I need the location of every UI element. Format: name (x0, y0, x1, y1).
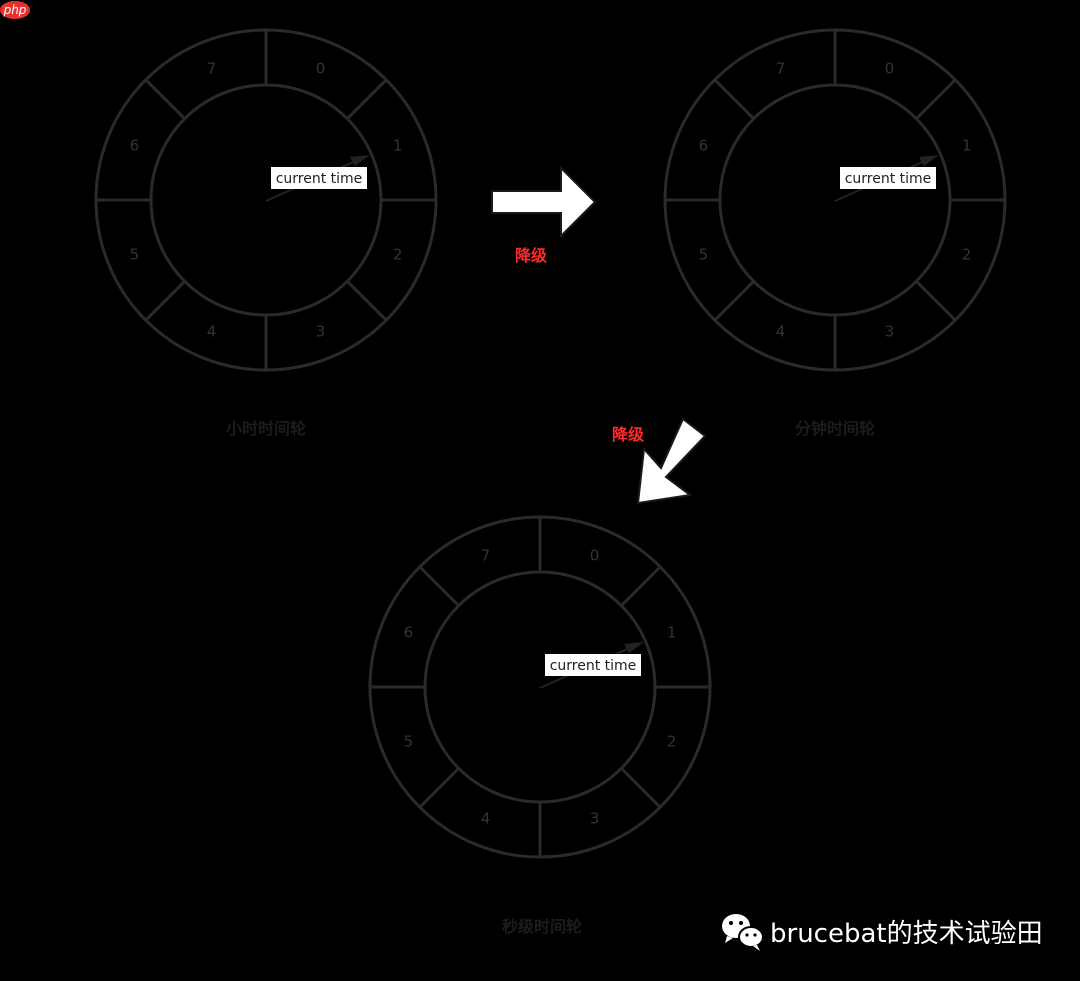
down-left-arrow-icon (636, 417, 707, 505)
slot-number: 5 (699, 246, 709, 264)
wechat-watermark: brucebat的技术试验田 (722, 914, 1043, 951)
current-time-label-bg (545, 654, 641, 676)
slot-number: 5 (404, 733, 414, 751)
slot-number: 4 (207, 323, 217, 341)
slot-number: 0 (590, 546, 600, 564)
second-timing-wheel: 0 1 2 3 4 5 6 7 current time (368, 515, 712, 859)
watermark-text: brucebat的技术试验田 (770, 919, 1043, 949)
slot-number: 2 (667, 733, 677, 751)
slot-number: 4 (481, 810, 491, 828)
slot-divider (620, 565, 662, 607)
second-wheel-caption: 秒级时间轮 (502, 917, 582, 936)
current-time-label: current time (845, 171, 932, 187)
slot-number: 6 (699, 136, 709, 154)
slot-divider (915, 78, 957, 120)
slot-number: 6 (404, 623, 414, 641)
slot-number: 7 (776, 59, 786, 77)
slot-number: 0 (885, 59, 895, 77)
minute-wheel-caption: 分钟时间轮 (795, 419, 875, 438)
slot-number: 3 (885, 323, 895, 341)
slot-number: 5 (130, 246, 140, 264)
current-time-label-bg (840, 167, 936, 189)
slot-divider (144, 78, 186, 120)
slot-number: 7 (481, 546, 491, 564)
slot-divider (346, 280, 388, 322)
hour-wheel-caption: 小时时间轮 (226, 419, 306, 438)
slot-number: 6 (130, 136, 140, 154)
php-logo-text: php (3, 3, 27, 17)
slot-divider (418, 767, 460, 809)
hour-timing-wheel: 0 1 2 3 4 5 6 7 current time (94, 28, 438, 372)
slot-number: 7 (207, 59, 217, 77)
downgrade-transition-minute-to-second: 降级 (612, 417, 707, 505)
slot-number: 2 (962, 246, 972, 264)
slot-number: 1 (962, 136, 972, 154)
php-logo-badge (0, 1, 30, 19)
current-time-label: current time (550, 658, 637, 674)
slot-divider (713, 280, 755, 322)
pointer-arrowhead-icon (624, 642, 644, 653)
pointer-arrowhead-icon (350, 155, 370, 166)
right-arrow-icon (491, 165, 597, 239)
slot-divider (418, 565, 460, 607)
slot-divider (144, 280, 186, 322)
slot-number: 3 (590, 810, 600, 828)
downgrade-label: 降级 (515, 246, 548, 265)
slot-number: 3 (316, 323, 326, 341)
slot-number: 0 (316, 59, 326, 77)
downgrade-transition-hour-to-minute: 降级 (491, 165, 597, 265)
slot-divider (346, 78, 388, 120)
slot-number: 1 (667, 623, 677, 641)
pointer-arrowhead-icon (919, 155, 939, 166)
php-logo: php (0, 1, 30, 19)
downgrade-label: 降级 (612, 425, 645, 444)
current-time-label: current time (276, 171, 363, 187)
slot-divider (713, 78, 755, 120)
current-time-label-bg (271, 167, 367, 189)
slot-number: 2 (393, 246, 403, 264)
slot-divider (620, 767, 662, 809)
wechat-icon (722, 914, 764, 951)
minute-timing-wheel: 0 1 2 3 4 5 6 7 current time (663, 28, 1007, 372)
slot-divider (915, 280, 957, 322)
slot-number: 1 (393, 136, 403, 154)
slot-number: 4 (776, 323, 786, 341)
